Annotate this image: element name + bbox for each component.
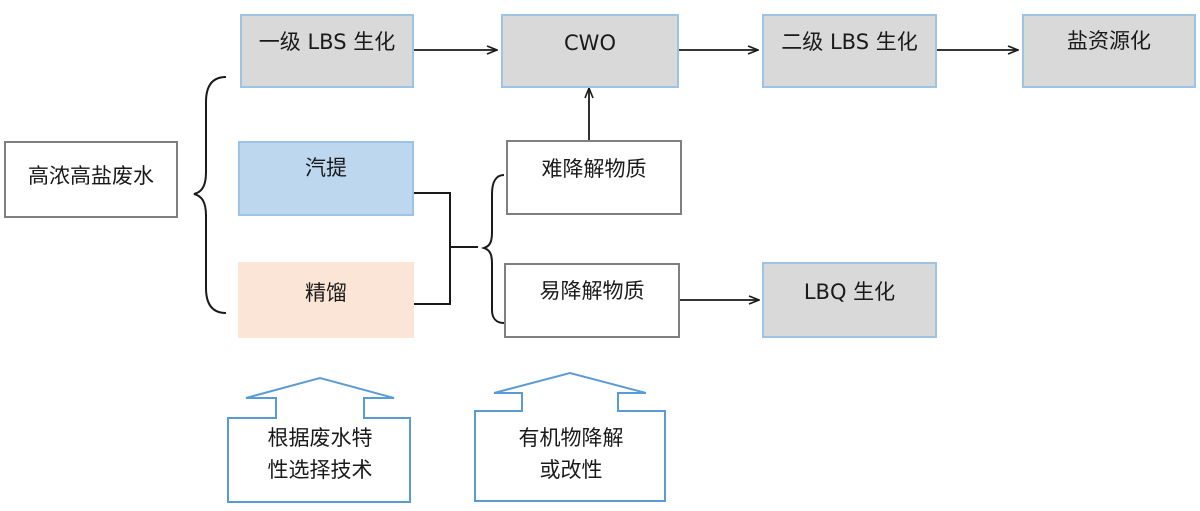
callout-right-text: 有机物降解 或改性 — [478, 422, 664, 486]
callout-right-shape — [474, 371, 666, 502]
cwo-box: CWO — [501, 14, 679, 88]
cwo-label: CWO — [564, 31, 616, 55]
lbs1-label: 一级 LBS 生化 — [258, 30, 396, 54]
source-wastewater-label: 高浓高盐废水 — [28, 164, 154, 188]
callout-left-line1: 根据废水特 — [267, 426, 373, 450]
lbq-box: LBQ 生化 — [762, 262, 937, 338]
callout-left-shape — [227, 376, 411, 503]
lbs1-box: 一级 LBS 生化 — [240, 14, 414, 88]
merge-bracket — [414, 192, 478, 305]
callout-right-line1: 有机物降解 — [518, 426, 624, 450]
left-brace — [193, 76, 227, 314]
callout-left-line2: 性选择技术 — [267, 458, 373, 482]
distillation-box: 精馏 — [238, 262, 414, 338]
lbs2-box: 二级 LBS 生化 — [762, 14, 937, 88]
stripping-label: 汽提 — [305, 156, 347, 180]
callout-left-text: 根据废水特 性选择技术 — [232, 422, 408, 486]
lbq-label: LBQ 生化 — [803, 280, 896, 304]
right-brace — [480, 174, 505, 324]
distillation-label: 精馏 — [305, 281, 347, 305]
callout-right-line2: 或改性 — [539, 458, 603, 482]
easy-degradable-label: 易降解物质 — [539, 279, 645, 303]
salt-resource-label: 盐资源化 — [1067, 29, 1151, 53]
salt-resource-box: 盐资源化 — [1022, 14, 1196, 88]
source-wastewater-box: 高浓高盐废水 — [4, 141, 178, 218]
stripping-box: 汽提 — [238, 141, 414, 216]
hard-degradable-label: 难降解物质 — [541, 157, 647, 181]
lbs2-label: 二级 LBS 生化 — [781, 30, 918, 54]
hard-degradable-box: 难降解物质 — [506, 140, 682, 215]
easy-degradable-box: 易降解物质 — [504, 263, 680, 338]
